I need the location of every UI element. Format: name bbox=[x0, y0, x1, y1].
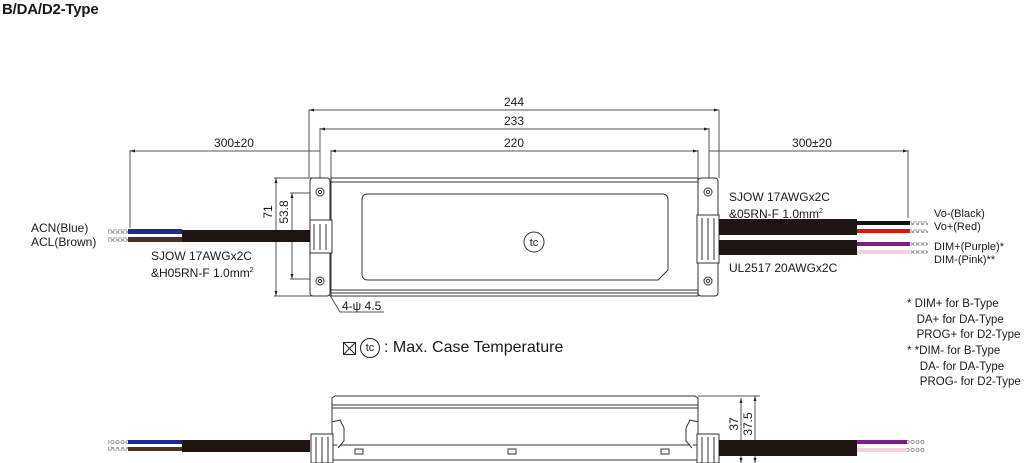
wire-label-acn: ACN(Blue) bbox=[31, 221, 89, 235]
drawing-title: B/DA/D2-Type bbox=[2, 1, 99, 18]
tc-marker: tc bbox=[530, 237, 539, 249]
driver-top-view bbox=[309, 177, 720, 297]
side-input-cable bbox=[108, 440, 310, 452]
side-output-cable bbox=[719, 440, 925, 456]
wire-brown bbox=[128, 237, 182, 242]
dim-244: 244 bbox=[504, 95, 524, 109]
output-cable-spec-1: SJOW 17AWGx2C bbox=[729, 190, 830, 204]
dim-cable-spec: UL2517 20AWGx2C bbox=[729, 261, 838, 275]
footnote-plus: * DIM+ for B-Type DA+ for DA-Type PROG+ … bbox=[907, 298, 1021, 341]
input-cable-spec-1: SJOW 17AWGx2C bbox=[151, 249, 252, 263]
legend: tc : Max. Case Temperature bbox=[343, 338, 563, 358]
dim-37-5: 37.5 bbox=[741, 412, 755, 436]
input-cable-spec-2: &H05RN-F 1.0mm2 bbox=[151, 266, 254, 280]
tc-icon: tc bbox=[360, 338, 380, 358]
crossed-box-icon bbox=[343, 341, 356, 355]
wire-label-dim-minus: DIM-(Pink)** bbox=[934, 254, 996, 266]
dim-53-8: 53.8 bbox=[277, 200, 291, 224]
output-cable-spec-2: &05RN-F 1.0mm2 bbox=[729, 207, 823, 221]
output-cable bbox=[719, 219, 928, 235]
dim-233: 233 bbox=[504, 114, 524, 128]
dim-cable bbox=[719, 240, 928, 255]
driver-side-view bbox=[310, 395, 720, 463]
dim-220: 220 bbox=[504, 136, 524, 150]
wire-label-vo-minus: Vo-(Black) bbox=[934, 208, 985, 220]
wire-label-acl: ACL(Brown) bbox=[31, 235, 97, 249]
hole-spec: 4-ψ 4.5 bbox=[342, 299, 382, 313]
dim-cable-right: 300±20 bbox=[792, 136, 832, 150]
legend-text: : Max. Case Temperature bbox=[384, 339, 564, 356]
wire-label-vo-plus: Vo+(Red) bbox=[934, 221, 981, 233]
dim-cable-left: 300±20 bbox=[214, 136, 254, 150]
dim-37: 37 bbox=[727, 417, 741, 431]
wire-label-dim-plus: DIM+(Purple)* bbox=[934, 241, 1004, 253]
input-cable bbox=[108, 229, 310, 242]
footnote-minus: * *DIM- for B-Type DA- for DA-Type PROG-… bbox=[907, 345, 1021, 388]
dim-71: 71 bbox=[261, 205, 275, 219]
wire-blue bbox=[128, 229, 182, 234]
